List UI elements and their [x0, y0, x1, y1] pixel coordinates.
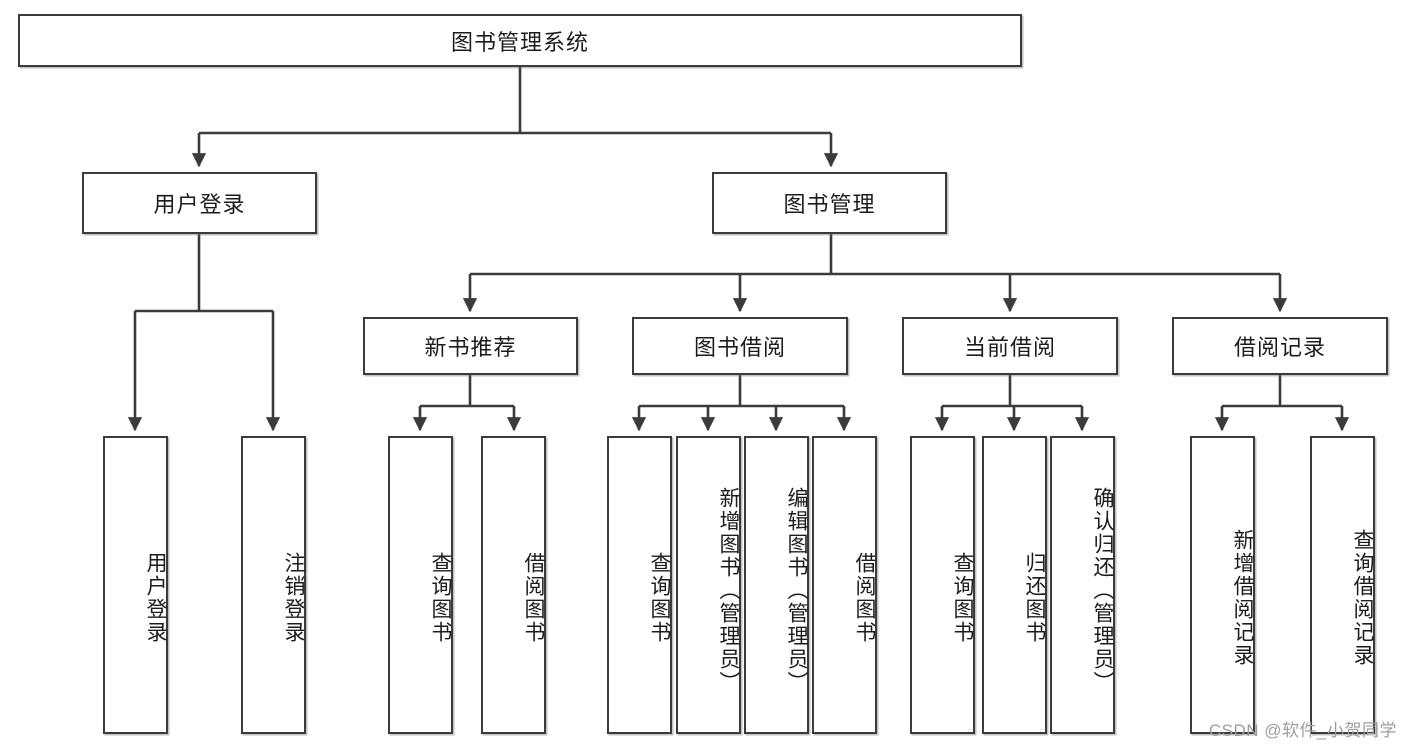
node-label: 新增借阅记录 — [1231, 529, 1254, 667]
node-label: 查询图书 — [648, 552, 671, 644]
leaf-node[interactable]: 确认归还（管理员） — [1050, 436, 1115, 734]
node-borrow-record[interactable]: 借阅记录 — [1172, 317, 1388, 375]
leaf-node[interactable]: 借阅图书 — [481, 436, 546, 734]
leaf-node[interactable]: 归还图书 — [982, 436, 1047, 734]
leaf-node[interactable]: 编辑图书（管理员） — [744, 436, 809, 734]
node-label: 注销登录 — [282, 552, 305, 644]
node-label: 图书管理 — [783, 192, 876, 217]
node-label: 用户登录 — [144, 552, 167, 644]
node-label: 借阅图书 — [522, 552, 545, 644]
node-book-management[interactable]: 图书管理 — [712, 172, 947, 234]
node-label: 新书推荐 — [424, 335, 517, 360]
node-label: 归还图书 — [1023, 552, 1046, 644]
leaf-node[interactable]: 查询图书 — [910, 436, 975, 734]
node-label: 当前借阅 — [963, 335, 1056, 360]
node-label: 查询图书 — [951, 552, 974, 644]
node-new-book-recommend[interactable]: 新书推荐 — [363, 317, 578, 375]
leaf-node[interactable]: 用户登录 — [103, 436, 168, 734]
node-label: 查询借阅记录 — [1351, 529, 1374, 667]
node-label: 查询图书 — [429, 552, 452, 644]
node-label: 借阅图书 — [853, 552, 876, 644]
node-book-borrow[interactable]: 图书借阅 — [632, 317, 848, 375]
node-root-system[interactable]: 图书管理系统 — [18, 14, 1022, 67]
node-label: 新增图书（管理员） — [717, 486, 740, 694]
csdn-watermark: CSDN @软件_小贺同学 — [1208, 721, 1397, 740]
leaf-node[interactable]: 新增借阅记录 — [1190, 436, 1255, 734]
node-label: 图书借阅 — [693, 335, 786, 360]
node-label: 编辑图书（管理员） — [785, 486, 808, 694]
leaf-node[interactable]: 查询图书 — [388, 436, 453, 734]
node-current-borrow[interactable]: 当前借阅 — [902, 317, 1118, 375]
leaf-node[interactable]: 查询借阅记录 — [1310, 436, 1375, 734]
leaf-node[interactable]: 新增图书（管理员） — [676, 436, 741, 734]
node-label: 用户登录 — [153, 192, 246, 217]
leaf-node[interactable]: 注销登录 — [241, 436, 306, 734]
node-label: 图书管理系统 — [450, 29, 589, 55]
leaf-node[interactable]: 借阅图书 — [812, 436, 877, 734]
node-label: 借阅记录 — [1233, 335, 1326, 360]
node-user-login[interactable]: 用户登录 — [82, 172, 317, 234]
leaf-node[interactable]: 查询图书 — [607, 436, 672, 734]
node-label: 确认归还（管理员） — [1091, 486, 1114, 694]
